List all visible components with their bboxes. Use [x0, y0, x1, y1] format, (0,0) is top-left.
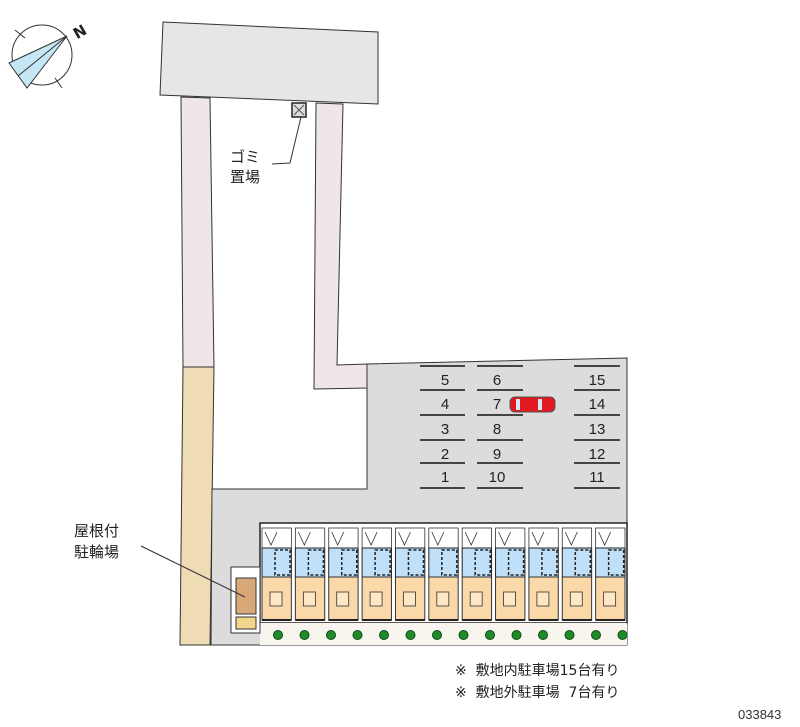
apartment-unit [294, 527, 326, 621]
walkway-right [313, 102, 369, 390]
note-offsite-parking: ※ 敷地外駐車場 7台有り [455, 685, 620, 701]
parking-space-6: 6 [493, 372, 501, 389]
parking-space-12: 12 [589, 446, 606, 463]
bike-label-1: 屋根付 [74, 522, 119, 540]
road [159, 21, 379, 105]
tree-icon [432, 630, 442, 640]
parking-space-7: 7 [493, 396, 501, 413]
parking-space-3: 3 [441, 421, 449, 438]
parking-space-10: 10 [489, 469, 506, 486]
tree-icon [485, 630, 495, 640]
parking-space-14: 14 [589, 396, 606, 413]
tree-icon [511, 630, 522, 640]
parking-space-2: 2 [441, 446, 449, 463]
tree-icon [458, 630, 469, 640]
apartment-unit [528, 527, 559, 621]
parking-space-5: 5 [441, 372, 449, 389]
apartment-unit [394, 527, 426, 621]
apartment-unit [428, 527, 459, 621]
tree-icon [405, 630, 416, 640]
car-icon [509, 396, 556, 413]
parking-space-1: 1 [441, 469, 449, 486]
apartment-building [259, 522, 628, 624]
apartment-unit [595, 527, 626, 621]
tree-icon [564, 630, 575, 640]
parking-numbers: 5 4 3 2 1 6 7 8 9 10 15 14 13 12 11 [441, 372, 606, 486]
bike-label-2: 駐輪場 [74, 543, 119, 561]
apartment-unit [261, 527, 292, 621]
planting-strip [260, 623, 627, 645]
compass-icon: N [8, 21, 90, 89]
tree-icon [299, 630, 310, 640]
tree-icon [326, 630, 336, 640]
tree-icon [352, 630, 363, 640]
note-onsite-parking: ※ 敷地内駐車場15台有り [455, 663, 620, 679]
apartment-unit [461, 527, 493, 621]
tree-icon [379, 630, 389, 640]
bike-parking: 屋根付 駐輪場 [74, 522, 261, 634]
property-id: 033843 [738, 707, 782, 722]
parking-space-4: 4 [441, 396, 449, 413]
apartment-unit [361, 527, 392, 621]
garbage-label-2: 置場 [230, 168, 260, 186]
garbage-label-1: ゴミ [230, 148, 260, 166]
parking-space-13: 13 [589, 421, 606, 438]
tan-path [179, 366, 215, 646]
tree-icon [617, 630, 628, 640]
tree-icon [538, 630, 548, 640]
parking-space-11: 11 [589, 469, 605, 486]
apartment-unit [495, 527, 526, 621]
parking-space-15: 15 [589, 372, 606, 389]
walkway-left [180, 96, 215, 368]
apartment-unit [328, 527, 359, 621]
parking-space-8: 8 [493, 421, 501, 438]
tree-icon [273, 630, 283, 640]
tree-icon [591, 630, 601, 640]
north-label: N [70, 21, 90, 43]
parking-space-9: 9 [493, 446, 501, 463]
apartment-unit [561, 527, 593, 621]
garbage-station: ゴミ 置場 [230, 102, 307, 186]
parking-lines [420, 365, 620, 489]
